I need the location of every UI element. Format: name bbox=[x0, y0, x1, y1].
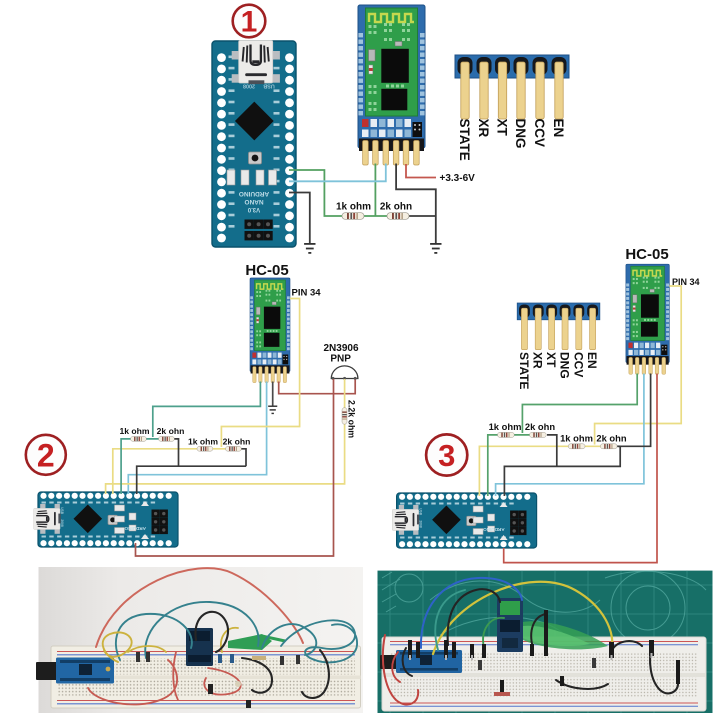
svg-text:DNG: DNG bbox=[513, 119, 528, 149]
svg-text:1: 1 bbox=[241, 6, 258, 39]
svg-text:1k ohm: 1k ohm bbox=[336, 202, 371, 213]
svg-text:PNP: PNP bbox=[330, 353, 351, 364]
svg-text:2N3906: 2N3906 bbox=[323, 343, 358, 354]
svg-text:1k ohm: 1k ohm bbox=[489, 421, 522, 432]
svg-text:+3.3-6V: +3.3-6V bbox=[440, 173, 476, 184]
svg-text:EN: EN bbox=[551, 119, 566, 138]
svg-text:EN: EN bbox=[585, 352, 599, 369]
svg-text:2k ohn: 2k ohn bbox=[380, 202, 412, 213]
svg-text:2k ohn: 2k ohn bbox=[525, 421, 555, 432]
svg-text:PIN 34: PIN 34 bbox=[672, 277, 700, 287]
svg-text:XT: XT bbox=[544, 352, 558, 368]
svg-text:STATE: STATE bbox=[457, 119, 472, 161]
svg-text:DNG: DNG bbox=[558, 352, 572, 379]
svg-text:2k ohn: 2k ohn bbox=[596, 433, 626, 444]
svg-text:2: 2 bbox=[37, 438, 55, 474]
svg-text:CCV: CCV bbox=[571, 352, 585, 377]
svg-text:2k ohn: 2k ohn bbox=[157, 426, 185, 436]
svg-text:PIN 34: PIN 34 bbox=[292, 288, 322, 299]
svg-text:CCV: CCV bbox=[532, 119, 547, 148]
svg-text:3: 3 bbox=[438, 438, 455, 473]
svg-text:XR: XR bbox=[476, 119, 491, 138]
svg-text:1k ohm: 1k ohm bbox=[188, 436, 218, 446]
svg-text:STATE: STATE bbox=[517, 352, 531, 390]
svg-text:XR: XR bbox=[531, 352, 545, 369]
svg-text:2.2k ohm: 2.2k ohm bbox=[347, 400, 357, 438]
svg-text:1k ohm: 1k ohm bbox=[119, 426, 149, 436]
svg-text:1k ohm: 1k ohm bbox=[560, 433, 593, 444]
svg-text:XT: XT bbox=[494, 119, 509, 137]
svg-text:HC-05: HC-05 bbox=[625, 246, 668, 263]
svg-text:2k ohn: 2k ohn bbox=[223, 436, 251, 446]
svg-text:HC-05: HC-05 bbox=[245, 262, 288, 279]
